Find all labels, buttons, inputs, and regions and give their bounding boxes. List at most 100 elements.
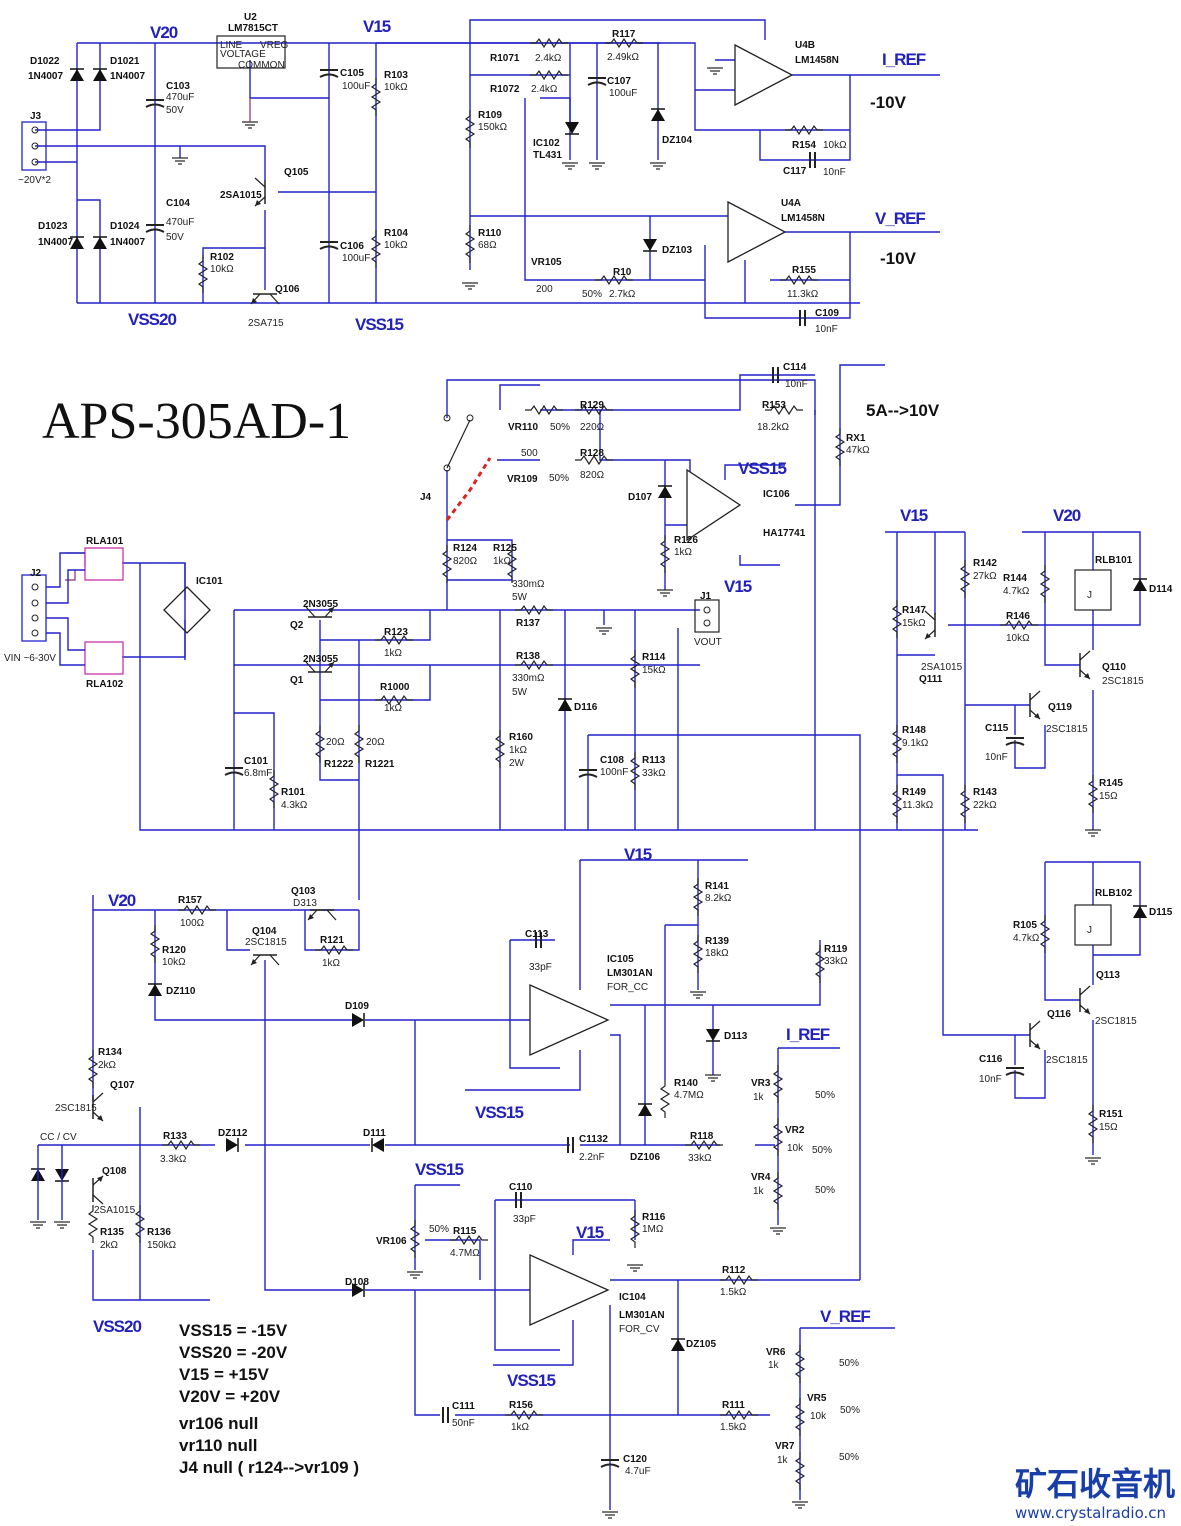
r126-ref: R126 bbox=[674, 535, 698, 546]
j4-ref: J4 bbox=[420, 492, 432, 503]
r143-ref: R143 bbox=[973, 787, 997, 798]
vr3-ref: VR3 bbox=[751, 1078, 771, 1089]
rx1-value: 47kΩ bbox=[846, 445, 870, 456]
r129-ref: R129 bbox=[580, 400, 604, 411]
c115-value: 10nF bbox=[985, 752, 1008, 763]
q113-ref: Q113 bbox=[1096, 970, 1120, 981]
c107-ref: C107 bbox=[607, 76, 631, 87]
r126-value: 1kΩ bbox=[674, 547, 693, 558]
dz106-ref: DZ106 bbox=[630, 1152, 660, 1163]
c110-ref: C110 bbox=[509, 1182, 533, 1193]
r101-value: 4.3kΩ bbox=[281, 800, 308, 811]
svg-text:J: J bbox=[1087, 590, 1092, 601]
c104-ref: C104 bbox=[166, 198, 190, 209]
net-vss15-ic106: VSS15 bbox=[738, 459, 786, 478]
q106-ref: Q106 bbox=[275, 284, 300, 295]
r125-value: 1kΩ bbox=[493, 556, 512, 567]
r160-ref: R160 bbox=[509, 732, 533, 743]
r149-ref: R149 bbox=[902, 787, 926, 798]
r118-ref: R118 bbox=[690, 1131, 714, 1142]
net-vss15-ic105: VSS15 bbox=[475, 1103, 523, 1122]
r142-value: 27kΩ bbox=[973, 571, 997, 582]
d1024-value: 1N4007 bbox=[110, 237, 145, 248]
svg-text:J: J bbox=[1087, 925, 1092, 936]
c101-ref: C101 bbox=[244, 756, 268, 767]
q104-value: 2SC1815 bbox=[245, 937, 287, 948]
r1221-value: 20Ω bbox=[366, 737, 385, 748]
vr110-setting: 50% bbox=[550, 422, 570, 433]
q2-ref: Q2 bbox=[290, 620, 304, 631]
r140-ref: R140 bbox=[674, 1078, 698, 1089]
c117-value: 10nF bbox=[823, 167, 846, 178]
dz103-ref: DZ103 bbox=[662, 245, 692, 256]
ic105-value: LM301AN bbox=[607, 968, 653, 979]
r111-ref: R111 bbox=[722, 1400, 745, 1411]
r129-value: 220Ω bbox=[580, 422, 605, 433]
c120-ref: C120 bbox=[623, 1454, 647, 1465]
r116-ref: R116 bbox=[642, 1212, 666, 1223]
power-supply-section bbox=[21, 19, 940, 327]
c113-ref: C113 bbox=[525, 929, 549, 940]
r121-ref: R121 bbox=[320, 935, 344, 946]
vr106-setting: 50% bbox=[429, 1224, 449, 1235]
r109-ref: R109 bbox=[478, 110, 502, 121]
watermark-url: www.crystalradio.cn bbox=[1015, 1504, 1166, 1522]
q1-value: 2N3055 bbox=[303, 654, 338, 665]
r140-value: 4.7MΩ bbox=[674, 1090, 704, 1101]
q108-value: 2SA1015 bbox=[94, 1205, 136, 1216]
r1222-value: 20Ω bbox=[326, 737, 345, 748]
r155-ref: R155 bbox=[792, 265, 816, 276]
r134-value: 2kΩ bbox=[98, 1060, 117, 1071]
c106-value: 100uF bbox=[342, 253, 370, 264]
vr110-ref: VR110 bbox=[508, 422, 538, 433]
c104-rating: 50V bbox=[166, 232, 184, 243]
q105-value: 2SA1015 bbox=[220, 190, 262, 201]
vr4-setting: 50% bbox=[815, 1185, 835, 1196]
r105-ref: R105 bbox=[1013, 920, 1037, 931]
relay-driver-section: J J bbox=[885, 531, 1148, 1165]
ic102-value: TL431 bbox=[533, 150, 562, 161]
ic106-value: HA17741 bbox=[763, 528, 806, 539]
r120-ref: R120 bbox=[162, 945, 186, 956]
net-vss20-control: VSS20 bbox=[93, 1317, 141, 1336]
c105-ref: C105 bbox=[340, 68, 364, 79]
c114-value: 10nF bbox=[785, 379, 808, 390]
ic104-role: FOR_CV bbox=[619, 1324, 660, 1335]
c108-ref: C108 bbox=[600, 755, 624, 766]
net-v15-ic104: V15 bbox=[576, 1223, 604, 1242]
r137-rating: 5W bbox=[512, 592, 528, 603]
d109-ref: D109 bbox=[345, 1001, 369, 1012]
r115-ref: R115 bbox=[453, 1226, 477, 1237]
r113-value: 33kΩ bbox=[642, 768, 666, 779]
q116-ref: Q116 bbox=[1047, 1009, 1071, 1020]
r138-rating: 5W bbox=[512, 687, 528, 698]
net-v15-ic106: V15 bbox=[724, 577, 752, 596]
u2-pin-voltage: VOLTAGE bbox=[220, 49, 266, 60]
q107-ref: Q107 bbox=[110, 1080, 135, 1091]
net-v20-control: V20 bbox=[108, 891, 136, 910]
j1-ref: J1 bbox=[700, 591, 712, 602]
vr109-setting: 50% bbox=[549, 473, 569, 484]
q106-value: 2SA715 bbox=[248, 318, 284, 329]
r138-ref: R138 bbox=[516, 651, 540, 662]
vr106-ref: VR106 bbox=[376, 1236, 407, 1247]
q116-value: 2SC1815 bbox=[1046, 1055, 1088, 1066]
r128-value: 820Ω bbox=[580, 470, 605, 481]
c113-value: 33pF bbox=[529, 962, 552, 973]
r124-ref: R124 bbox=[453, 543, 477, 554]
vr7-setting: 50% bbox=[839, 1452, 859, 1463]
r118-value: 33kΩ bbox=[688, 1153, 712, 1164]
r110-ref: R110 bbox=[478, 228, 502, 239]
ic105-role: FOR_CC bbox=[607, 982, 648, 993]
q113-value: 2SC1815 bbox=[1095, 1016, 1137, 1027]
vr6-value: 1k bbox=[768, 1360, 780, 1371]
vr7-value: 1k bbox=[777, 1455, 789, 1466]
note-line: vr106 null bbox=[179, 1414, 258, 1433]
net-i-ref-pot: I_REF bbox=[786, 1025, 830, 1044]
r157-ref: R157 bbox=[178, 895, 202, 906]
net-v-ref: V_REF bbox=[875, 209, 925, 228]
r115-value: 4.7MΩ bbox=[450, 1248, 480, 1259]
net-v15-relay: V15 bbox=[900, 506, 928, 525]
r156-ref: R156 bbox=[509, 1400, 533, 1411]
